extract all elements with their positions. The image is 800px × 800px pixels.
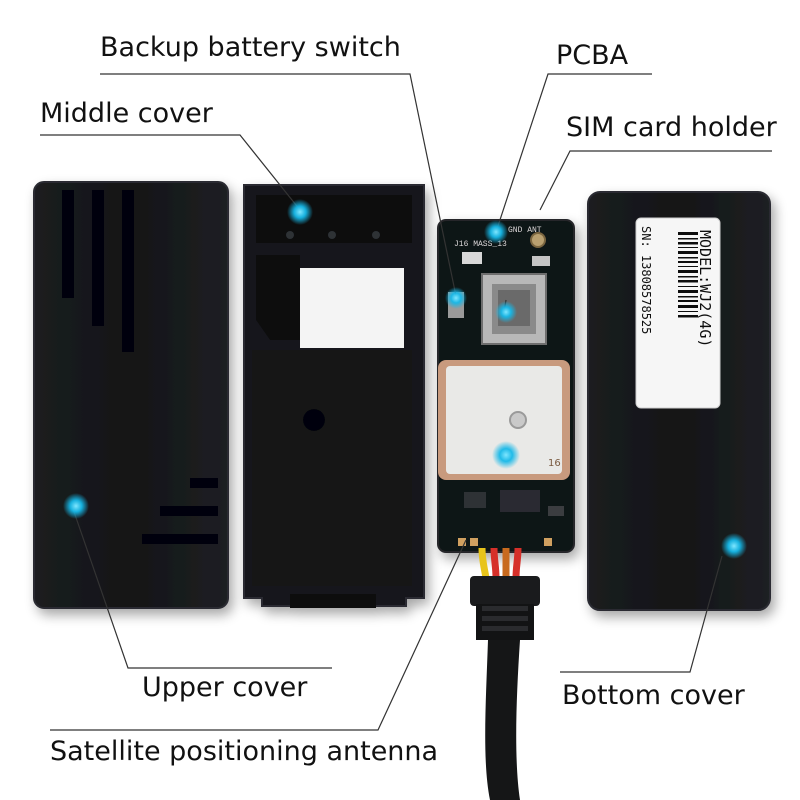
hotspot-bottom-cover <box>721 533 747 559</box>
antenna-connector <box>530 232 546 248</box>
vent-slot <box>92 190 104 326</box>
hotspot-middle-cover <box>287 199 313 225</box>
hotspot-sim-holder <box>495 301 517 323</box>
power-cable <box>470 547 540 800</box>
bottom-cover-part: MODEL:WJ2(4G) SN: 13808578525 <box>587 191 771 611</box>
vent-slot <box>62 190 74 298</box>
middle-cover-part <box>243 184 425 608</box>
sticker-serial-text: SN: 13808578525 <box>639 226 653 334</box>
label-bottom-cover: Bottom cover <box>562 680 745 711</box>
pcb-label-gnd-ant: GND ANT <box>508 226 542 235</box>
hotspot-backup-switch <box>445 287 467 309</box>
label-pcba: PCBA <box>556 40 629 71</box>
model-sticker <box>635 217 721 409</box>
middle-cover-window <box>300 268 404 348</box>
pcb-label-j16: J16 MASS_13 <box>454 240 507 249</box>
hotspot-upper-cover <box>63 493 89 519</box>
sticker-model-text: MODEL:WJ2(4G) <box>696 230 714 347</box>
leader-lines <box>40 73 772 731</box>
label-satellite-antenna: Satellite positioning antenna <box>50 736 439 767</box>
barcode <box>678 232 698 318</box>
label-backup-battery-switch: Backup battery switch <box>100 32 401 63</box>
label-sim-card-holder: SIM card holder <box>566 112 777 143</box>
upper-cover-part <box>33 181 229 609</box>
hotspots <box>63 199 747 559</box>
pcba-part: GND ANT J16 MASS_13 16 <box>437 219 575 553</box>
screw-hole <box>303 409 325 431</box>
label-upper-cover: Upper cover <box>142 672 308 703</box>
hotspot-pcba <box>484 220 508 244</box>
label-middle-cover: Middle cover <box>40 98 213 129</box>
antenna-mark: 16 <box>548 458 561 469</box>
hotspot-antenna <box>492 441 520 469</box>
vent-slot <box>122 190 134 352</box>
